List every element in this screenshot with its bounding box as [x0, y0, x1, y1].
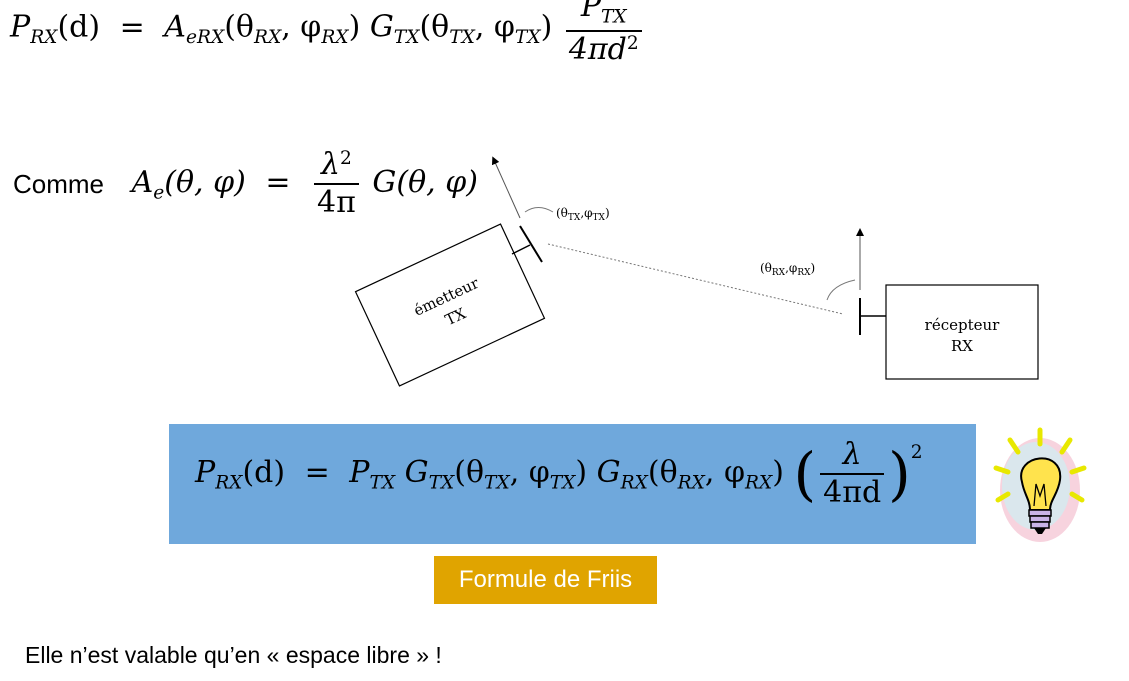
transmitter-box: émetteur TX — [354, 223, 546, 387]
comme-label: Comme — [13, 169, 105, 200]
tx-angle-label: (θTX,φTX) — [556, 206, 610, 223]
transmitter-tx-label: TX — [442, 304, 469, 329]
transmitter-antenna — [511, 225, 543, 263]
wavelength-fraction: λ 4πd — [820, 440, 885, 508]
friis-equation: PRX(d) = PTX GTX(θTX, φTX) GRX(θRX, φRX)… — [195, 437, 923, 510]
free-space-note: Elle n’est valable qu’en « espace libre … — [25, 642, 442, 668]
lightbulb-icon — [993, 427, 1087, 542]
received-power-equation: PRX(d) = AeRX(θRX, φRX) GTX(θTX, φTX) PT… — [10, 0, 646, 65]
tx-direction-arrow — [491, 156, 521, 219]
receiver-rx-label: RX — [951, 337, 973, 355]
lambda-fraction: λ2 4π — [314, 149, 359, 218]
line-of-sight — [547, 243, 844, 315]
friis-formula-box — [169, 424, 976, 544]
power-density-fraction: PTX 4πd2 — [565, 0, 642, 65]
rx-angle-arc — [826, 279, 856, 301]
tx-angle-arc — [524, 207, 554, 213]
friis-label: Formule de Friis — [434, 556, 657, 604]
receiver-label: récepteur — [925, 316, 1000, 334]
rx-angle-label: (θRX,φRX) — [760, 261, 815, 278]
receiver-box: récepteur RX — [885, 284, 1039, 380]
effective-area-equation: Comme Ae(θ, φ) = λ2 4π G(θ, φ) — [13, 147, 478, 221]
receiver-antenna — [859, 298, 886, 335]
